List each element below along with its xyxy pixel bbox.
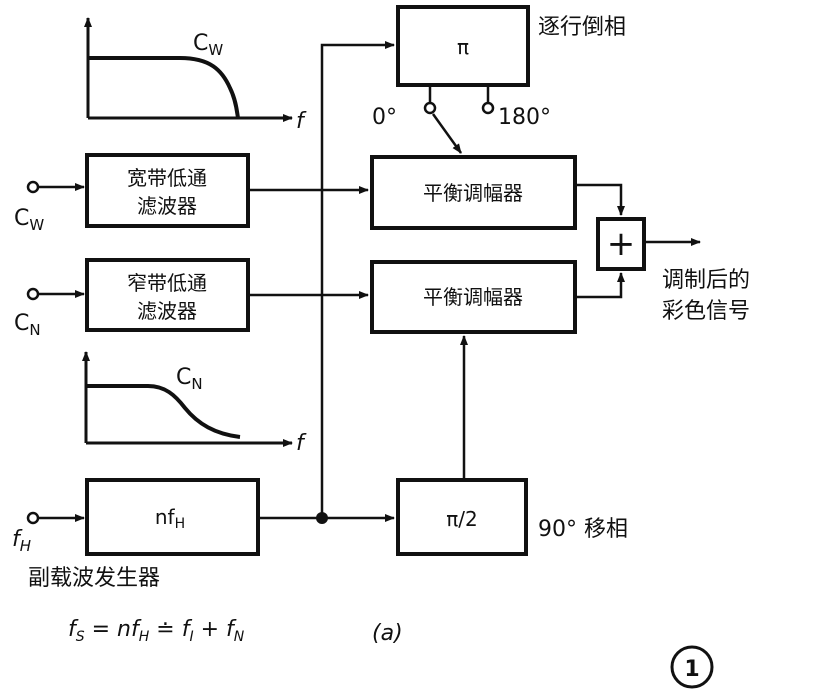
shift90-label: 90° 移相 (538, 517, 628, 542)
figure-number-text: 1 (684, 657, 699, 682)
cn-input: CN (14, 287, 85, 339)
fh-input: fH (12, 511, 85, 555)
bal-mod-2-label: 平衡调幅器 (423, 285, 523, 309)
switch-contact-0 (423, 101, 437, 115)
osc-to-pi (258, 41, 395, 520)
cn-curve-label: CN (176, 365, 203, 393)
cw-input-label: CW (14, 206, 44, 234)
narrow-lpf-line1: 窄带低通 (127, 271, 207, 295)
deg0-label: 0° (372, 105, 397, 130)
line-invert-label: 逐行倒相 (538, 15, 626, 40)
cw-input: CW (14, 180, 85, 234)
wide-lpf-block: 宽带低通 滤波器 (85, 153, 250, 228)
switch-contact-180 (481, 101, 495, 115)
output-label-line1: 调制后的 (662, 268, 750, 293)
cn-input-terminal (26, 287, 40, 301)
junction-dot (316, 512, 328, 524)
cw-curve-label: CW (193, 31, 223, 59)
adder-block: + (596, 217, 646, 271)
bal-mod-2-block: 平衡调幅器 (370, 260, 577, 334)
oscillator-label: nfH (155, 505, 185, 532)
fh-input-terminal (26, 511, 40, 525)
wide-lpf-line1: 宽带低通 (127, 166, 207, 190)
pi-block: π (396, 5, 530, 87)
oscillator-caption: 副载波发生器 (28, 566, 160, 591)
switch-to-mod1 (431, 113, 463, 154)
bal-mod-1-block: 平衡调幅器 (370, 155, 577, 230)
cn-axis-label: f (296, 431, 307, 456)
cn-input-label: CN (14, 311, 41, 339)
mod2-to-adder (575, 272, 625, 299)
deg180-label: 180° (498, 105, 551, 130)
output-label-line2: 彩色信号 (662, 299, 750, 324)
formula: fS = nfH ≐ fI + fN (68, 617, 245, 645)
cw-input-terminal (26, 180, 40, 194)
adder-symbol: + (607, 224, 636, 264)
cw-response-plot: CW f (84, 17, 307, 134)
pi-label: π (457, 35, 469, 59)
figure-number: 1 (670, 645, 714, 689)
mod1-to-adder (575, 183, 625, 216)
pi-half-label: π/2 (446, 507, 478, 531)
bal-mod-1-label: 平衡调幅器 (423, 181, 523, 205)
signal-lines (248, 41, 701, 522)
narrow-lpf-block: 窄带低通 滤波器 (85, 258, 250, 332)
pi-half-block: π/2 (396, 478, 528, 556)
cn-response-curve (86, 384, 241, 439)
panel-label: (a) (372, 621, 403, 646)
wide-lpf-line2: 滤波器 (137, 194, 197, 218)
cw-axis-label: f (296, 109, 307, 134)
oscillator-block: nfH (85, 478, 260, 556)
narrow-lpf-line2: 滤波器 (137, 299, 197, 323)
fh-input-label: fH (12, 527, 31, 555)
cw-response-curve (88, 56, 240, 119)
cn-response-plot: CN f (82, 351, 307, 456)
